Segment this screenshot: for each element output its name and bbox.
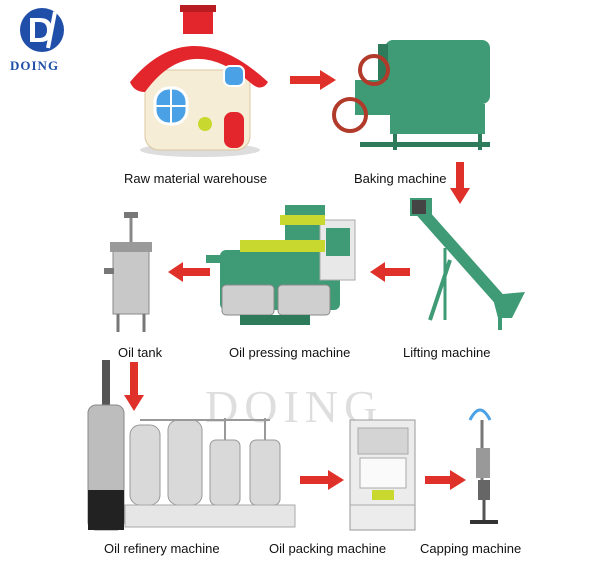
step-label-pressing: Oil pressing machine	[229, 345, 350, 360]
arrow-down-icon	[450, 162, 470, 204]
step-label-capping: Capping machine	[420, 541, 521, 556]
screw-elevator-icon	[410, 198, 525, 330]
arrow-right-icon	[425, 470, 466, 490]
arrow-left-icon	[168, 262, 210, 282]
arrow-right-icon	[290, 70, 336, 90]
step-label-lifting: Lifting machine	[403, 345, 490, 360]
filling-machine-icon	[350, 420, 415, 530]
step-label-tank: Oil tank	[118, 345, 162, 360]
refinery-icon	[88, 360, 295, 530]
arrow-down-icon	[124, 362, 144, 411]
arrow-left-icon	[370, 262, 410, 282]
step-label-refinery: Oil refinery machine	[104, 541, 220, 556]
house-icon	[130, 5, 268, 157]
arrow-right-icon	[300, 470, 344, 490]
step-label-raw: Raw material warehouse	[124, 171, 267, 186]
step-label-baking: Baking machine	[354, 171, 447, 186]
filter-tank-icon	[104, 212, 152, 332]
baking-drum-icon	[334, 40, 490, 150]
capper-icon	[470, 410, 498, 522]
oil-press-icon	[206, 205, 355, 325]
step-label-packing: Oil packing machine	[269, 541, 386, 556]
